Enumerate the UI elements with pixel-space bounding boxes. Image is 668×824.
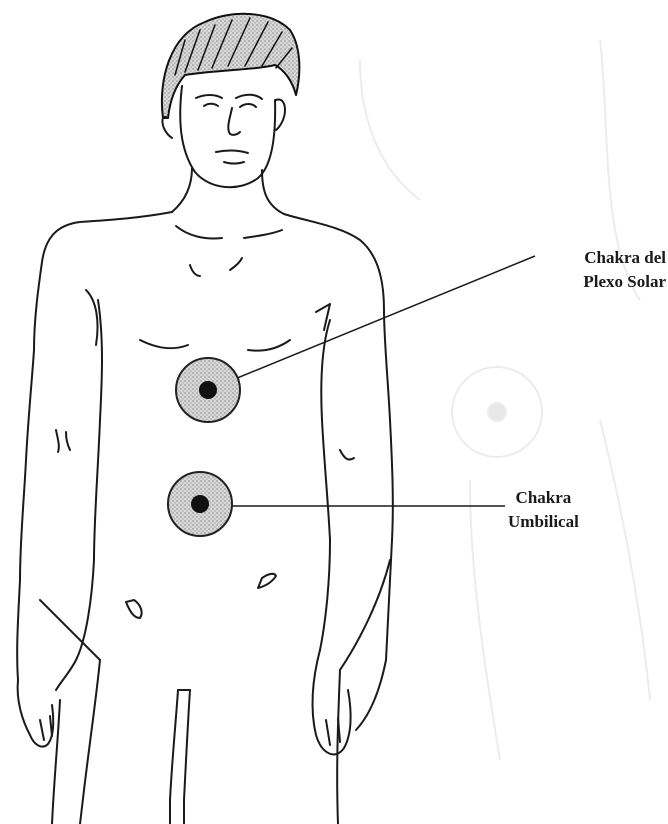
- solar-plexus-label: Chakra del Plexo Solar: [583, 246, 666, 294]
- right-leg: [337, 670, 340, 824]
- solar-plexus-leader-line: [208, 256, 535, 390]
- solar-plexus-chakra: [176, 358, 240, 422]
- left-leg: [80, 660, 100, 824]
- umbilical-label-line2: Umbilical: [508, 510, 579, 534]
- solar-plexus-label-line2: Plexo Solar: [583, 270, 666, 294]
- ghost-figure: [360, 40, 650, 760]
- umbilical-label: Chakra Umbilical: [508, 486, 579, 534]
- umbilical-chakra: [168, 472, 232, 536]
- umbilical-chakra-center: [191, 495, 209, 513]
- torso-right: [284, 214, 393, 660]
- hair: [162, 14, 299, 118]
- face: [180, 86, 275, 187]
- solar-plexus-chakra-center: [199, 381, 217, 399]
- neck: [172, 168, 192, 212]
- solar-plexus-label-line1: Chakra del: [583, 246, 666, 270]
- torso-left: [17, 212, 172, 680]
- umbilical-label-line1: Chakra: [508, 486, 579, 510]
